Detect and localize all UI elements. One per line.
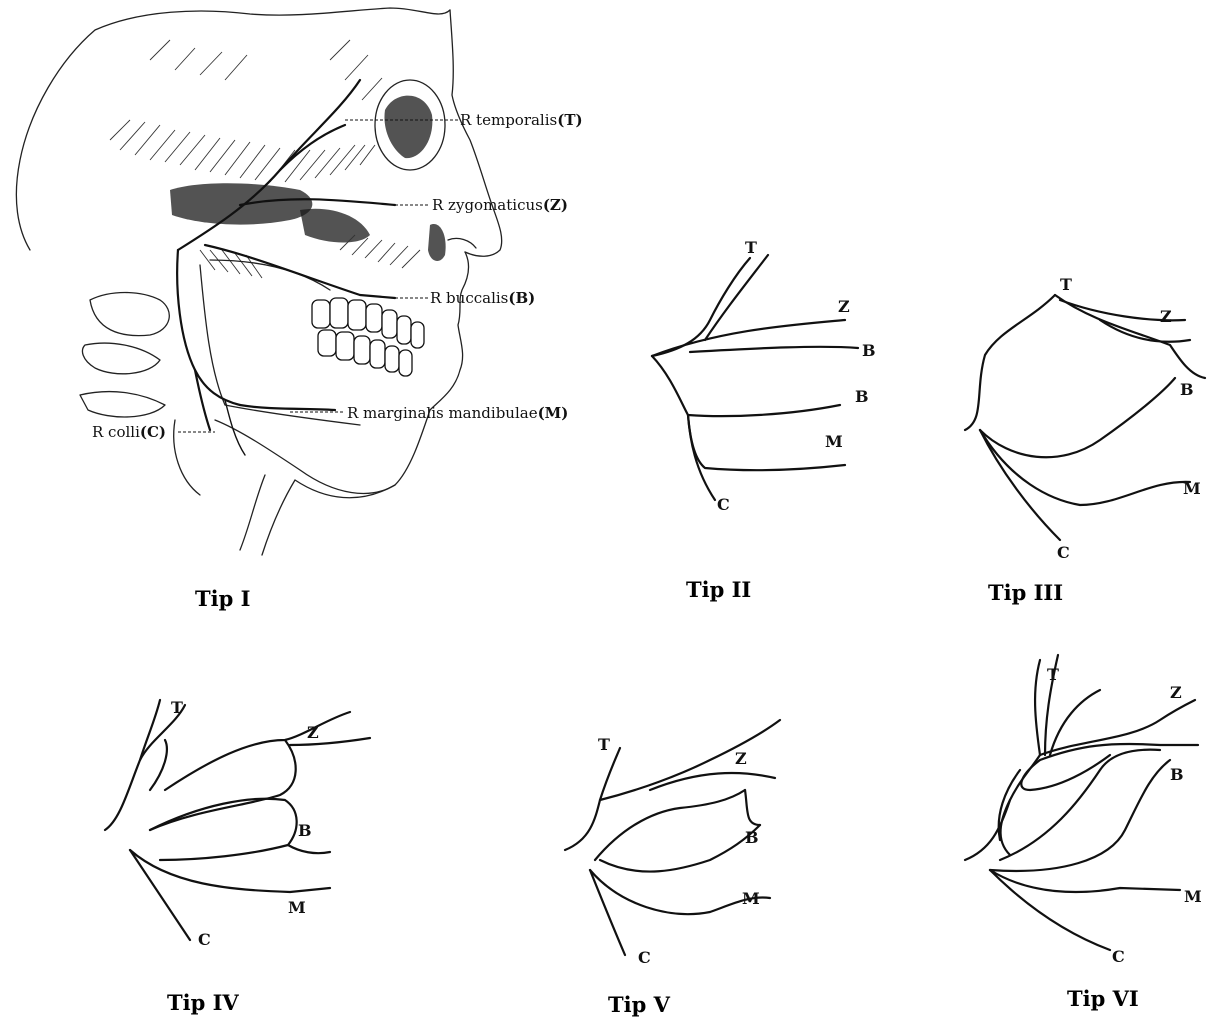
tip-v-label-t: T (598, 735, 610, 754)
tip-iii-panel: T Z B M C Tip III (965, 275, 1205, 605)
tip-v-panel: T Z B M C Tip V (565, 720, 780, 1017)
label-buccalis: R buccalis(B) (430, 289, 535, 307)
tip-v-label-z: Z (735, 749, 747, 768)
tip-i-panel: R temporalis(T) R zygomaticus(Z) R bucca… (16, 8, 582, 611)
label-zygomaticus: R zygomaticus(Z) (432, 196, 568, 214)
tip-ii-panel: T Z B B M C Tip II (652, 238, 876, 602)
tip-ii-label-m: M (825, 432, 843, 451)
tip-vi-label-z: Z (1170, 683, 1182, 702)
tip-iv-label-m: M (288, 898, 306, 917)
tip-v-label-c: C (638, 948, 651, 967)
tip-v-label-m: M (742, 889, 760, 908)
caption-tip-ii: Tip II (686, 577, 751, 602)
label-marginalis: R marginalis mandibulae(M) (347, 404, 568, 422)
tip-i-nerve-branches (177, 80, 395, 455)
caption-tip-i: Tip I (195, 586, 250, 611)
tip-iii-label-b: B (1180, 380, 1194, 399)
label-temporalis: R temporalis(T) (460, 111, 583, 129)
caption-tip-v: Tip V (608, 992, 671, 1017)
tip-iv-label-z: Z (307, 723, 319, 742)
tip-iv-label-c: C (198, 930, 211, 949)
tip-vi-label-b: B (1170, 765, 1184, 784)
temporal-hatching (110, 40, 382, 182)
teeth (312, 298, 424, 376)
tip-iii-label-t: T (1060, 275, 1072, 294)
tip-ii-label-b2: B (855, 387, 869, 406)
tip-ii-label-b1: B (862, 341, 876, 360)
tip-ii-label-t: T (745, 238, 757, 257)
tip-iv-panel: T Z B M C Tip IV (105, 698, 370, 1015)
caption-tip-iii: Tip III (988, 580, 1063, 605)
tip-iii-label-m: M (1183, 479, 1201, 498)
tip-iii-label-z: Z (1160, 307, 1172, 326)
tip-vi-panel: T Z B M C Tip VI (965, 655, 1202, 1011)
skull-illustration (16, 8, 501, 555)
tip-ii-label-z: Z (838, 297, 850, 316)
tip-iv-label-t: T (171, 698, 183, 717)
tip-ii-label-c: C (717, 495, 730, 514)
label-colli: R colli(C) (92, 423, 166, 441)
tip-iv-label-b: B (298, 821, 312, 840)
caption-tip-vi: Tip VI (1067, 986, 1139, 1011)
maxilla-hatching (200, 235, 420, 278)
tip-iii-label-c: C (1057, 543, 1070, 562)
caption-tip-iv: Tip IV (167, 990, 239, 1015)
tip-vi-label-t: T (1047, 665, 1059, 684)
tip-vi-label-m: M (1184, 887, 1202, 906)
tip-v-label-b: B (745, 828, 759, 847)
tip-vi-label-c: C (1112, 947, 1125, 966)
